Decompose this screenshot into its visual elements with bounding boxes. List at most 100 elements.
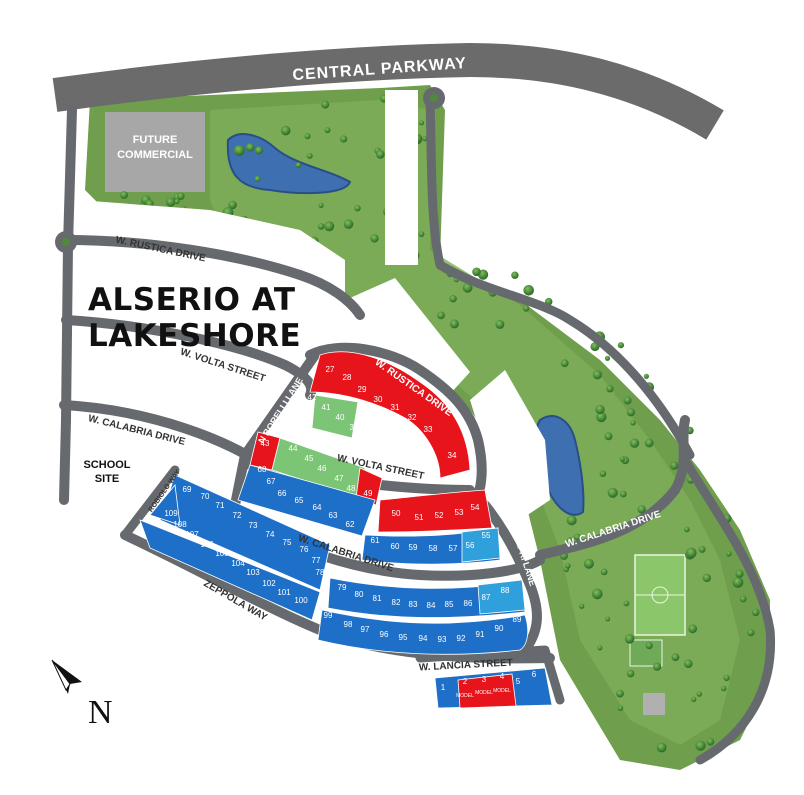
lot-90[interactable]: 90 xyxy=(495,624,504,633)
tree xyxy=(233,145,245,156)
lot-61[interactable]: 61 xyxy=(371,536,380,545)
lot-50[interactable]: 50 xyxy=(392,509,401,518)
lot-55[interactable]: 55 xyxy=(482,531,491,540)
lot-80[interactable]: 80 xyxy=(355,590,364,599)
lot-43[interactable]: 43 xyxy=(261,439,270,448)
lot-103[interactable]: 103 xyxy=(246,568,260,577)
lot-6[interactable]: 6 xyxy=(532,670,537,679)
lot-5[interactable]: 5 xyxy=(516,677,521,686)
lot-66[interactable]: 66 xyxy=(278,489,287,498)
lot-84[interactable]: 84 xyxy=(427,601,436,610)
lot-32[interactable]: 32 xyxy=(408,413,417,422)
tree xyxy=(732,577,744,588)
lot-31[interactable]: 31 xyxy=(391,403,400,412)
lot-37[interactable]: 37 xyxy=(382,444,391,453)
tree xyxy=(726,551,732,557)
lot-56[interactable]: 56 xyxy=(466,541,475,550)
lot-33[interactable]: 33 xyxy=(424,425,433,434)
school-site-label: SCHOOL SITE xyxy=(72,458,142,486)
lot-63[interactable]: 63 xyxy=(329,511,338,520)
lot-38[interactable]: 38 xyxy=(366,432,375,441)
lot-29[interactable]: 29 xyxy=(358,385,367,394)
tree xyxy=(174,198,180,204)
lot-78[interactable]: 78 xyxy=(316,568,325,577)
lot-88[interactable]: 88 xyxy=(501,586,510,595)
lot-70[interactable]: 70 xyxy=(201,492,210,501)
parcel-center-north xyxy=(350,278,470,405)
lot-28[interactable]: 28 xyxy=(343,373,352,382)
lot-106[interactable]: 106 xyxy=(200,540,214,549)
tree xyxy=(280,125,291,136)
lot-82[interactable]: 82 xyxy=(392,598,401,607)
lot-99[interactable]: 99 xyxy=(324,611,333,620)
lot-1[interactable]: 1 xyxy=(441,683,446,692)
lot-53[interactable]: 53 xyxy=(455,508,464,517)
lot-60[interactable]: 60 xyxy=(391,542,400,551)
lot-77[interactable]: 77 xyxy=(312,556,321,565)
lot-93[interactable]: 93 xyxy=(438,635,447,644)
lot-85[interactable]: 85 xyxy=(445,600,454,609)
lot-35[interactable]: 35 xyxy=(426,457,435,466)
lot-107[interactable]: 107 xyxy=(185,530,199,539)
lot-3[interactable]: 3 xyxy=(482,675,487,684)
lot-41[interactable]: 41 xyxy=(322,403,331,412)
lot-87[interactable]: 87 xyxy=(482,593,491,602)
lot-59[interactable]: 59 xyxy=(409,543,418,552)
lot-36[interactable]: 36 xyxy=(400,452,409,461)
lot-91[interactable]: 91 xyxy=(476,630,485,639)
lot-72[interactable]: 72 xyxy=(233,511,242,520)
lot-109[interactable]: 109 xyxy=(164,509,178,518)
lot-95[interactable]: 95 xyxy=(399,633,408,642)
lot-27[interactable]: 27 xyxy=(326,365,335,374)
lot-30[interactable]: 30 xyxy=(374,395,383,404)
lot-52[interactable]: 52 xyxy=(435,511,444,520)
lot-76[interactable]: 76 xyxy=(300,545,309,554)
lot-86[interactable]: 86 xyxy=(464,599,473,608)
lot-71[interactable]: 71 xyxy=(216,501,225,510)
block-volta-red-east xyxy=(355,467,383,506)
lot-51[interactable]: 51 xyxy=(415,513,424,522)
lot-74[interactable]: 74 xyxy=(266,530,275,539)
lot-4[interactable]: 4 xyxy=(500,672,505,681)
lot-89[interactable]: 89 xyxy=(513,615,522,624)
lot-83[interactable]: 83 xyxy=(409,600,418,609)
lot-42[interactable]: 42 xyxy=(308,393,317,402)
lot-108[interactable]: 108 xyxy=(173,520,187,529)
lot-45[interactable]: 45 xyxy=(305,454,314,463)
lot-54[interactable]: 54 xyxy=(471,503,480,512)
lot-94[interactable]: 94 xyxy=(419,634,428,643)
school-site-line2: SITE xyxy=(94,473,120,485)
lot-58[interactable]: 58 xyxy=(429,544,438,553)
lot-62[interactable]: 62 xyxy=(346,520,355,529)
lot-47[interactable]: 47 xyxy=(335,474,344,483)
lot-67[interactable]: 67 xyxy=(267,477,276,486)
lot-57[interactable]: 57 xyxy=(449,544,458,553)
lot-100[interactable]: 100 xyxy=(294,596,308,605)
lot-48[interactable]: 48 xyxy=(347,484,356,493)
lot-2[interactable]: 2 xyxy=(463,677,468,686)
lot-64[interactable]: 64 xyxy=(313,503,322,512)
lot-65[interactable]: 65 xyxy=(295,496,304,505)
lot-40[interactable]: 40 xyxy=(336,413,345,422)
lot-68[interactable]: 68 xyxy=(258,465,267,474)
lot-49[interactable]: 49 xyxy=(364,489,373,498)
model-label-2: MODEL xyxy=(475,690,493,696)
lot-102[interactable]: 102 xyxy=(262,579,276,588)
lot-105[interactable]: 105 xyxy=(215,549,229,558)
lot-101[interactable]: 101 xyxy=(277,588,291,597)
lot-79[interactable]: 79 xyxy=(338,583,347,592)
lot-97[interactable]: 97 xyxy=(361,625,370,634)
lot-92[interactable]: 92 xyxy=(457,634,466,643)
lot-96[interactable]: 96 xyxy=(380,630,389,639)
lot-73[interactable]: 73 xyxy=(249,521,258,530)
lot-81[interactable]: 81 xyxy=(373,594,382,603)
lot-34[interactable]: 34 xyxy=(448,451,457,460)
kirpa-drive-road xyxy=(59,105,77,505)
lot-69[interactable]: 69 xyxy=(183,485,192,494)
lot-104[interactable]: 104 xyxy=(231,559,245,568)
lot-75[interactable]: 75 xyxy=(283,538,292,547)
lot-98[interactable]: 98 xyxy=(344,620,353,629)
lot-39[interactable]: 39 xyxy=(350,423,359,432)
lot-44[interactable]: 44 xyxy=(289,444,298,453)
lot-46[interactable]: 46 xyxy=(318,464,327,473)
